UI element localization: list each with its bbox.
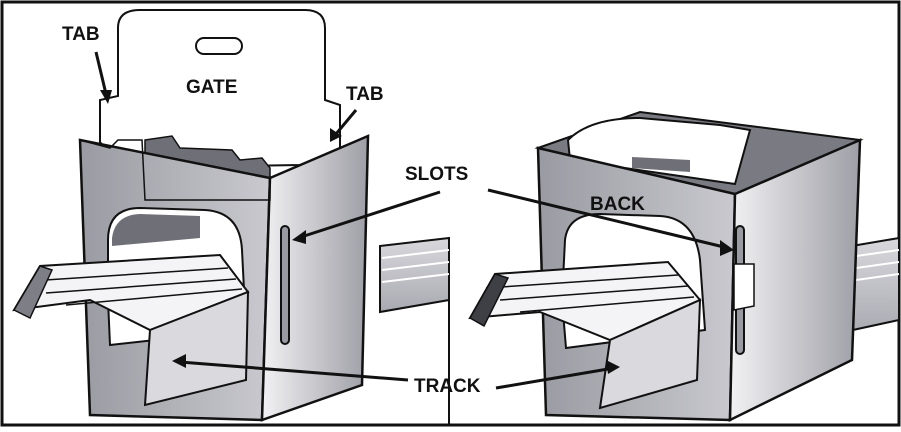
right-tab-inserted [733,263,755,311]
label-tab-right: TAB [346,84,384,105]
right-track-front [598,298,702,410]
gate-card [99,9,341,170]
label-track: TRACK [414,376,481,397]
left-box-side [260,134,370,422]
label-back: BACK [590,194,645,215]
right-assembly: BACK [468,110,900,423]
left-slot [280,225,290,345]
label-slots: SLOTS [405,164,468,185]
label-gate: GATE [186,77,237,98]
left-assembly: TAB GATE TAB [12,9,450,422]
left-track-front [143,290,250,407]
gate-handle-slot [195,37,243,55]
right-back-panel [566,116,752,186]
right-box-side [728,138,862,423]
label-tab-left: TAB [62,24,100,45]
